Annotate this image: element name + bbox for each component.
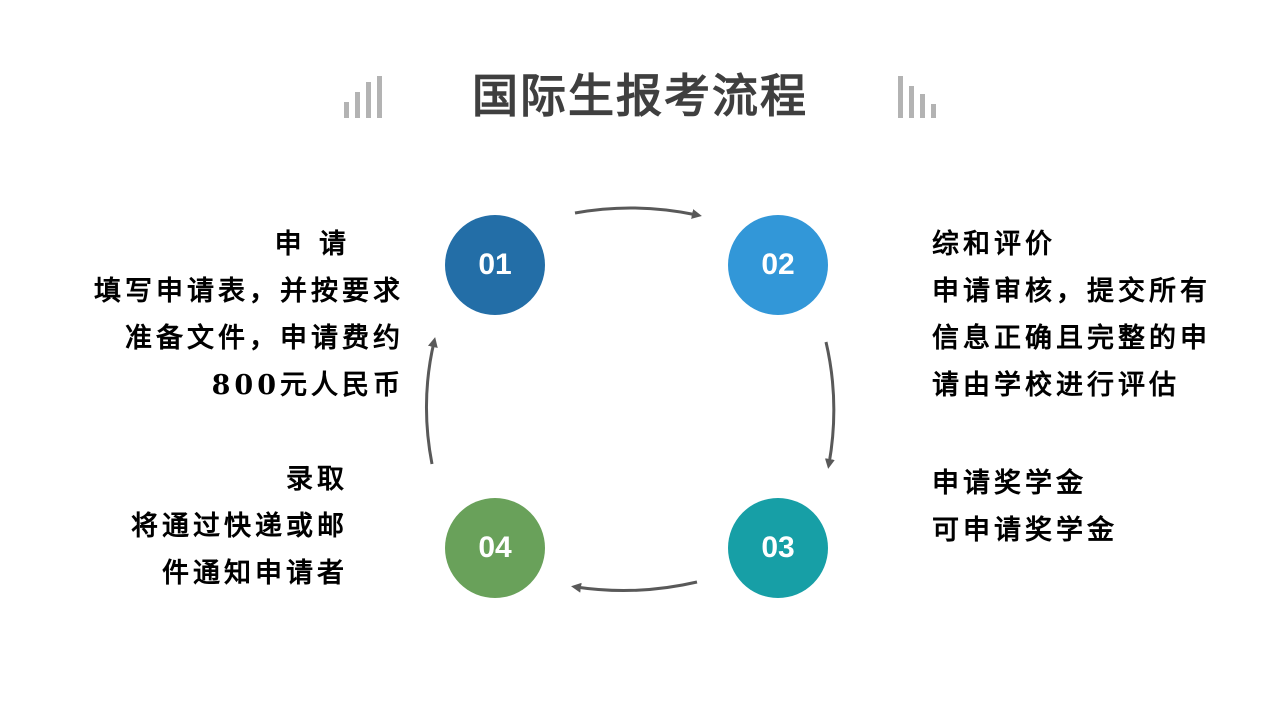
page-title: 国际生报考流程: [472, 69, 808, 123]
step-02-line: 信息正确且完整的申: [932, 323, 1211, 354]
step-03-line: 可申请奖学金: [932, 515, 1118, 546]
step-04-heading: 录取: [286, 464, 348, 495]
step-03-description: 申请奖学金 可申请奖学金: [932, 460, 1118, 554]
step-01-heading: 申 请: [274, 229, 350, 260]
step-01-description: 申 请 填写申请表，并按要求 准备文件，申请费约 800元人民币: [94, 221, 404, 409]
arrow-03-to-04: [571, 580, 698, 593]
arrow-04-to-01: [425, 337, 438, 465]
bar-chart-icon: [344, 74, 384, 118]
bar-chart-icon: [898, 74, 938, 118]
step-03-heading: 申请奖学金: [932, 468, 1087, 499]
step-02-circle: 02: [728, 215, 828, 315]
step-02-heading: 综和评价: [932, 229, 1056, 260]
step-04-circle: 04: [445, 498, 545, 598]
step-04-description: 录取 将通过快递或邮 件通知申请者: [131, 456, 348, 597]
step-02-line: 申请审核，提交所有: [932, 276, 1211, 307]
step-01-line: 800元人民币: [211, 370, 404, 401]
step-02-description: 综和评价 申请审核，提交所有 信息正确且完整的申 请由学校进行评估: [932, 221, 1211, 409]
arrow-02-to-03: [824, 341, 836, 469]
step-01-line: 填写申请表，并按要求: [94, 276, 404, 307]
step-01-line: 准备文件，申请费约: [125, 323, 404, 354]
step-04-line: 件通知申请者: [162, 558, 348, 589]
step-03-circle: 03: [728, 498, 828, 598]
step-02-line: 请由学校进行评估: [932, 370, 1180, 401]
step-04-line: 将通过快递或邮: [131, 511, 348, 542]
step-01-circle: 01: [445, 215, 545, 315]
arrow-01-to-02: [574, 206, 702, 219]
